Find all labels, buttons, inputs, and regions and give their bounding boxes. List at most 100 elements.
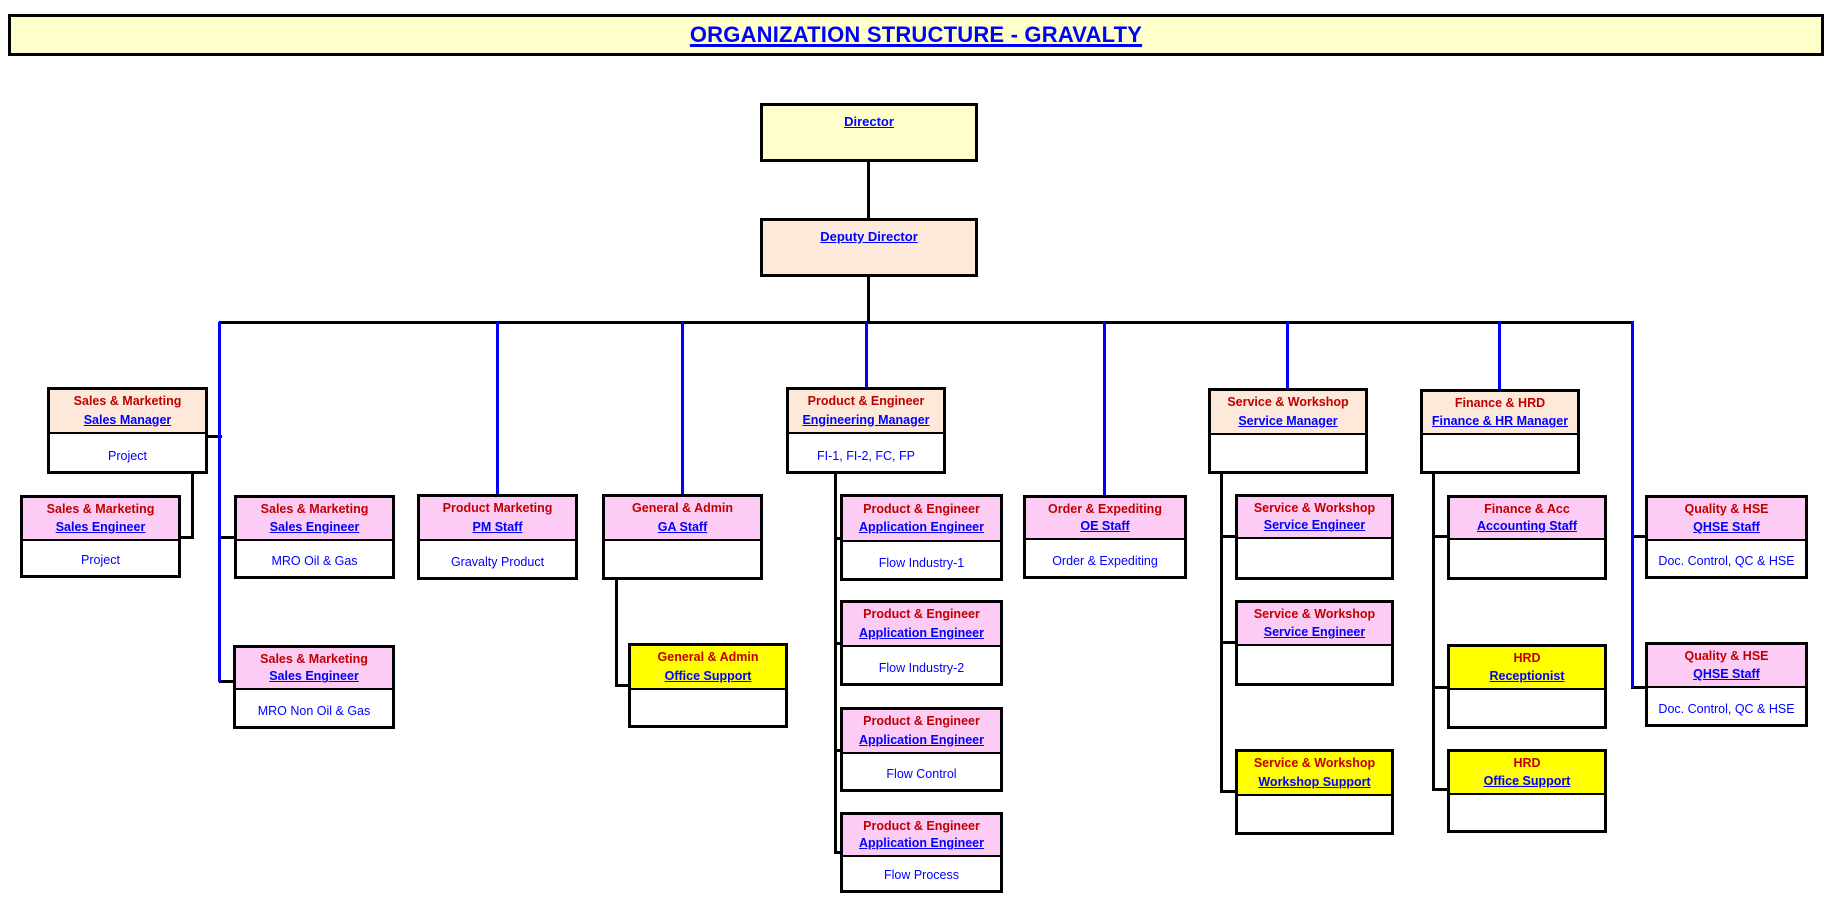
dept-label: HRD	[1513, 756, 1541, 770]
node-sub: Project	[81, 553, 120, 567]
connector-pe-stub2	[834, 642, 842, 645]
org-node-sales-engineer-project[interactable]: Sales & Marketing Sales Engineer Project	[20, 495, 181, 578]
org-node-service-engineer-2[interactable]: Service & Workshop Service Engineer	[1235, 600, 1394, 686]
org-node-service-manager[interactable]: Service & Workshop Service Manager	[1208, 388, 1368, 474]
node-sub: Flow Process	[883, 868, 960, 882]
org-node-order-expediting[interactable]: Order & Expediting OE Staff Order & Expe…	[1023, 495, 1187, 579]
role-link[interactable]: Application Engineer	[858, 520, 984, 535]
role-link[interactable]: Service Engineer	[1263, 518, 1366, 533]
node-header: Quality & HSE QHSE Staff	[1648, 645, 1805, 688]
node-header: Product & Engineer Application Engineer	[843, 815, 1000, 857]
org-node-director[interactable]: Director	[760, 103, 978, 162]
node-sub	[1423, 435, 1577, 471]
node-header: Sales & Marketing Sales Engineer	[236, 648, 392, 690]
org-node-service-engineer-1[interactable]: Service & Workshop Service Engineer	[1235, 494, 1394, 580]
role-link[interactable]: Sales Engineer	[269, 520, 360, 534]
role-link[interactable]: Application Engineer	[858, 836, 984, 851]
org-node-sales-engineer-mro-non-oil-gas[interactable]: Sales & Marketing Sales Engineer MRO Non…	[233, 645, 395, 729]
dept-label: Product & Engineer	[807, 394, 925, 409]
org-node-product-marketing[interactable]: Product Marketing PM Staff Gravalty Prod…	[417, 494, 578, 580]
node-header: Service & Workshop Workshop Support	[1238, 752, 1391, 796]
node-header: Sales & Marketing Sales Engineer	[237, 498, 392, 541]
dept-label: Sales & Marketing	[73, 394, 182, 409]
node-header: Service & Workshop Service Manager	[1211, 391, 1365, 435]
dept-label: General & Admin	[632, 501, 733, 516]
dept-label: Product & Engineer	[863, 714, 980, 729]
node-header: HRD Receptionist	[1450, 647, 1604, 690]
org-node-workshop-support[interactable]: Service & Workshop Workshop Support	[1235, 749, 1394, 835]
org-node-deputy-director[interactable]: Deputy Director	[760, 218, 978, 277]
dept-label: Service & Workshop	[1253, 756, 1376, 771]
org-node-sales-manager[interactable]: Sales & Marketing Sales Manager Project	[47, 387, 208, 474]
org-node-application-engineer-fi2[interactable]: Product & Engineer Application Engineer …	[840, 600, 1003, 686]
role-link[interactable]: Deputy Director	[820, 229, 918, 244]
org-node-application-engineer-fc[interactable]: Product & Engineer Application Engineer …	[840, 707, 1003, 792]
org-node-application-engineer-fp[interactable]: Product & Engineer Application Engineer …	[840, 812, 1003, 893]
node-header: Director	[763, 106, 975, 132]
org-node-sales-engineer-mro-oil-gas[interactable]: Sales & Marketing Sales Engineer MRO Oil…	[234, 495, 395, 579]
role-link[interactable]: Sales Engineer	[269, 669, 359, 684]
org-node-engineering-manager[interactable]: Product & Engineer Engineering Manager F…	[786, 387, 946, 474]
role-link[interactable]: QHSE Staff	[1693, 667, 1760, 681]
role-link[interactable]: Accounting Staff	[1477, 519, 1577, 534]
node-sub	[1238, 796, 1391, 832]
role-link[interactable]: Service Engineer	[1263, 625, 1366, 639]
node-header: Product & Engineer Application Engineer	[843, 497, 1000, 542]
node-sub: Flow Industry-2	[878, 661, 965, 675]
node-sub: MRO Non Oil & Gas	[257, 704, 371, 718]
node-sub: Doc. Control, QC & HSE	[1658, 702, 1795, 716]
role-link[interactable]: Finance & HR Manager	[1431, 414, 1569, 428]
node-sub: Flow Control	[886, 767, 957, 781]
node-sub: Gravalty Product	[450, 555, 545, 569]
role-link[interactable]: Sales Manager	[83, 412, 172, 427]
connector-drop-product-marketing	[496, 322, 499, 494]
connector-qhse-stub1	[1631, 535, 1645, 538]
node-sub	[1211, 435, 1365, 471]
node-header: Service & Workshop Service Engineer	[1238, 603, 1391, 646]
connector-ga-right	[615, 684, 630, 687]
org-node-qhse-staff-2[interactable]: Quality & HSE QHSE Staff Doc. Control, Q…	[1645, 642, 1808, 727]
role-link[interactable]: Office Support	[664, 668, 752, 683]
role-link[interactable]: GA Staff	[657, 519, 708, 534]
role-link[interactable]: OE Staff	[1080, 519, 1130, 534]
role-link[interactable]: PM Staff	[472, 519, 523, 534]
org-node-ga-office-support[interactable]: General & Admin Office Support	[628, 643, 788, 728]
org-node-general-admin[interactable]: General & Admin GA Staff	[602, 494, 763, 580]
role-link[interactable]: Office Support	[1483, 774, 1571, 788]
role-link[interactable]: Service Manager	[1238, 413, 1338, 428]
node-sub	[605, 541, 760, 577]
node-sub: FI-1, FI-2, FC, FP	[817, 449, 915, 463]
role-link[interactable]: QHSE Staff	[1693, 520, 1760, 534]
role-link[interactable]: Workshop Support	[1258, 774, 1371, 789]
connector-director-deputy	[867, 162, 870, 218]
role-link[interactable]: Director	[844, 114, 894, 129]
org-node-accounting-staff[interactable]: Finance & Acc Accounting Staff	[1447, 495, 1607, 580]
dept-label: Service & Workshop	[1227, 395, 1349, 410]
connector-fh-elbow	[1432, 788, 1448, 791]
org-node-application-engineer-fi1[interactable]: Product & Engineer Application Engineer …	[840, 494, 1003, 581]
node-sub	[1450, 795, 1604, 830]
org-node-hrd-office-support[interactable]: HRD Office Support	[1447, 749, 1607, 833]
dept-label: Finance & Acc	[1484, 501, 1570, 516]
connector-fh-stub1	[1432, 535, 1448, 538]
connector-pe-down	[834, 474, 837, 854]
role-link[interactable]: Receptionist	[1489, 669, 1565, 683]
org-node-hrd-receptionist[interactable]: HRD Receptionist	[1447, 644, 1607, 729]
node-sub: Doc. Control, QC & HSE	[1658, 554, 1795, 568]
role-link[interactable]: Application Engineer	[858, 732, 984, 747]
role-link[interactable]: Engineering Manager	[802, 412, 930, 427]
role-link[interactable]: Sales Engineer	[55, 520, 146, 534]
connector-fh-down	[1432, 474, 1435, 791]
connector-sw-stub2	[1220, 641, 1236, 644]
dept-label: Product Marketing	[442, 501, 553, 516]
dept-label: Sales & Marketing	[46, 502, 155, 516]
role-link[interactable]: Application Engineer	[858, 625, 984, 640]
dept-label: Quality & HSE	[1684, 502, 1769, 516]
org-node-finance-hr-manager[interactable]: Finance & HRD Finance & HR Manager	[1420, 389, 1580, 474]
dept-label: General & Admin	[657, 650, 759, 665]
org-node-qhse-staff-1[interactable]: Quality & HSE QHSE Staff Doc. Control, Q…	[1645, 495, 1808, 579]
dept-label: Order & Expediting	[1048, 501, 1162, 516]
node-header: Product & Engineer Application Engineer	[843, 710, 1000, 754]
node-header: Deputy Director	[763, 221, 975, 247]
node-header: Sales & Marketing Sales Manager	[50, 390, 205, 434]
